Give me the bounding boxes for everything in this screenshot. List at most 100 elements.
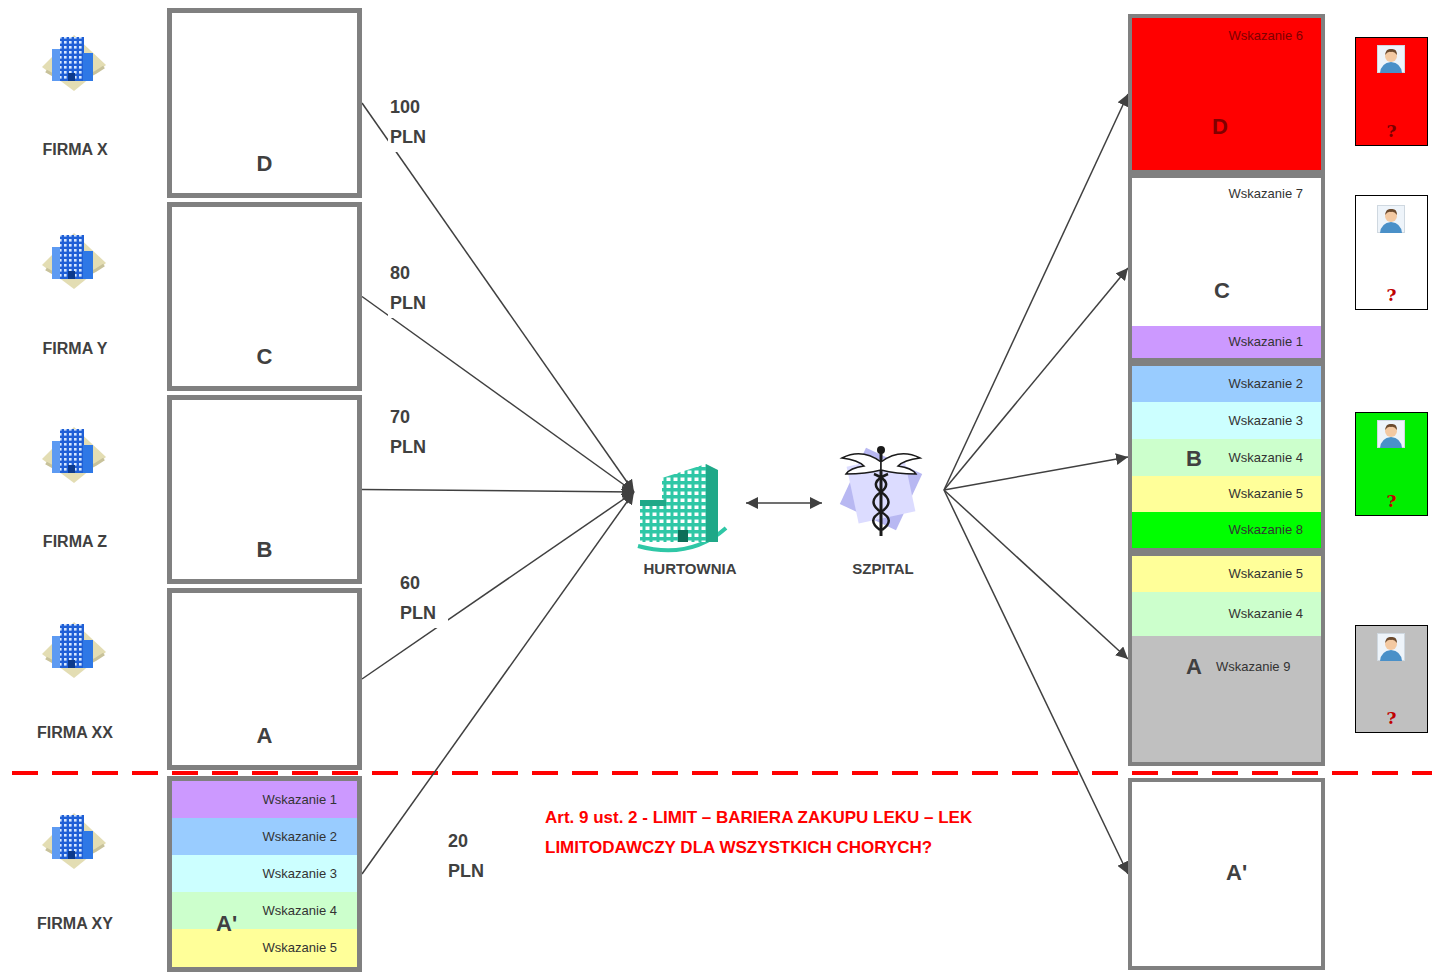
indication-band: Wskazanie 3 [172, 855, 357, 892]
person-icon [1378, 634, 1405, 662]
company-icon [42, 233, 106, 289]
indication-band: Wskazanie 1 [1132, 326, 1321, 358]
flow-arrow [944, 268, 1128, 490]
patient-box-fill [1355, 625, 1428, 733]
indication-label: Wskazanie 2 [1229, 376, 1303, 392]
hospital-node: SZPITAL [822, 440, 944, 580]
company-name: FIRMA Y [0, 340, 150, 358]
indication-label: Wskazanie 2 [263, 829, 337, 845]
indication-band: Wskazanie 5 [172, 929, 357, 967]
patient-question: ? [1356, 285, 1427, 305]
flow-arrow [362, 297, 634, 493]
indication-band: Wskazanie 5 [1132, 476, 1321, 512]
flow-arrow [746, 502, 822, 504]
caduceus-snake [874, 474, 889, 530]
flow-arrow [362, 490, 634, 493]
product-letter: B [1186, 446, 1202, 472]
indication-label: Wskazanie 3 [1229, 413, 1303, 429]
indication-band: Wskazanie 4 [1132, 592, 1321, 636]
indication-label: Wskazanie 8 [1229, 522, 1303, 538]
price-label: 20 PLN [446, 826, 496, 886]
wholesaler-building [706, 464, 718, 542]
company-icon [42, 622, 106, 678]
wholesaler-building [662, 464, 706, 542]
wholesaler-node: HURTOWNIA [634, 455, 746, 580]
indication-label: Wskazanie 1 [1229, 334, 1303, 350]
caduceus-wing [881, 454, 920, 474]
flow-arrow [944, 490, 1128, 659]
wholesaler-roof [640, 500, 666, 506]
product-box: Wskazanie 6 D [1128, 14, 1325, 174]
icon-caption: HURTOWNIA [634, 560, 746, 578]
price-label: 70 PLN [388, 402, 438, 462]
product-box: C [167, 202, 362, 391]
indication-band: Wskazanie 2 [172, 818, 357, 855]
flow-arrow [944, 457, 1128, 490]
person-icon [1378, 421, 1405, 449]
flow-arrow [944, 94, 1128, 490]
indication-label: Wskazanie 4 [1229, 606, 1303, 622]
note-text: Art. 9 ust. 2 - LIMIT – BARIERA ZAKUPU L… [545, 803, 1015, 863]
product-box: D [167, 8, 362, 198]
connector-group [362, 94, 1128, 874]
product-letter: A' [1226, 860, 1247, 886]
price-label: 80 PLN [388, 258, 438, 318]
person-icon [1378, 46, 1405, 74]
person-icon [1378, 206, 1405, 234]
product-letter: D [172, 151, 357, 177]
wholesaler-icon [638, 464, 726, 550]
product-letter: C [172, 344, 357, 370]
flow-arrow [362, 103, 634, 492]
product-letter: D [1212, 114, 1228, 140]
icon-caption: SZPITAL [822, 560, 944, 578]
product-box: B Wskazanie 2 Wskazanie 3 Wskazanie 4 Wskaza… [1128, 362, 1325, 552]
hospital-icon [840, 446, 922, 536]
patient-box: ? [1355, 195, 1428, 310]
patient-question: ? [1356, 121, 1427, 141]
caduceus-wing [842, 454, 881, 474]
indication-band: Wskazanie 3 [1132, 402, 1321, 439]
patient-box: ? [1355, 37, 1428, 146]
indication-label: Wskazanie 5 [263, 940, 337, 956]
company-icon [42, 35, 106, 91]
indication-label: Wskazanie 6 [1229, 28, 1303, 44]
product-box: A'Wskazanie 1Wskazanie 2Wskazanie 3Wskaz… [167, 776, 362, 972]
company-name: FIRMA XX [0, 724, 150, 742]
limit-dashed-line [12, 771, 1432, 775]
flow-arrow [362, 492, 634, 679]
product-letter: C [1214, 278, 1230, 304]
caduceus-knob [877, 446, 885, 454]
product-box: Wskazanie 7 C Wskazanie 1 [1128, 174, 1325, 362]
price-label: 100 PLN [388, 92, 438, 152]
indication-label: Wskazanie 5 [1229, 486, 1303, 502]
product-letter: B [172, 537, 357, 563]
price-label: 60 PLN [398, 568, 448, 628]
indication-label: Wskazanie 5 [1229, 566, 1303, 582]
indication-label: Wskazanie 4 [263, 903, 337, 919]
indication-label: Wskazanie 3 [263, 866, 337, 882]
indication-label: Wskazanie 1 [263, 792, 337, 808]
patient-box-fill [1355, 37, 1428, 146]
indication-band: Wskazanie 1 [172, 781, 357, 818]
patient-box-fill [1355, 412, 1428, 516]
company-name: FIRMA Z [0, 533, 150, 551]
indication-label: Wskazanie 4 [1229, 450, 1303, 466]
company-icon [42, 813, 106, 869]
product-letter: A [172, 723, 357, 749]
product-letter: A [1186, 654, 1202, 680]
patient-box-fill [1355, 195, 1428, 310]
company-icon [42, 427, 106, 483]
indication-band: Wskazanie 2 [1132, 366, 1321, 402]
product-box: A' [1128, 778, 1325, 970]
indication-band: Wskazanie 5 [1132, 556, 1321, 592]
product-box: A Wskazanie 9 Wskazanie 5 Wskazanie 4 [1128, 552, 1325, 766]
indication-label: Wskazanie 7 [1229, 186, 1303, 202]
company-name: FIRMA X [0, 141, 150, 159]
product-box: B [167, 395, 362, 584]
patient-box: ? [1355, 625, 1428, 733]
patient-box: ? [1355, 412, 1428, 516]
indication-band: Wskazanie 4 [172, 892, 357, 929]
patient-question: ? [1356, 708, 1427, 728]
indication-label: Wskazanie 9 [1216, 659, 1290, 675]
